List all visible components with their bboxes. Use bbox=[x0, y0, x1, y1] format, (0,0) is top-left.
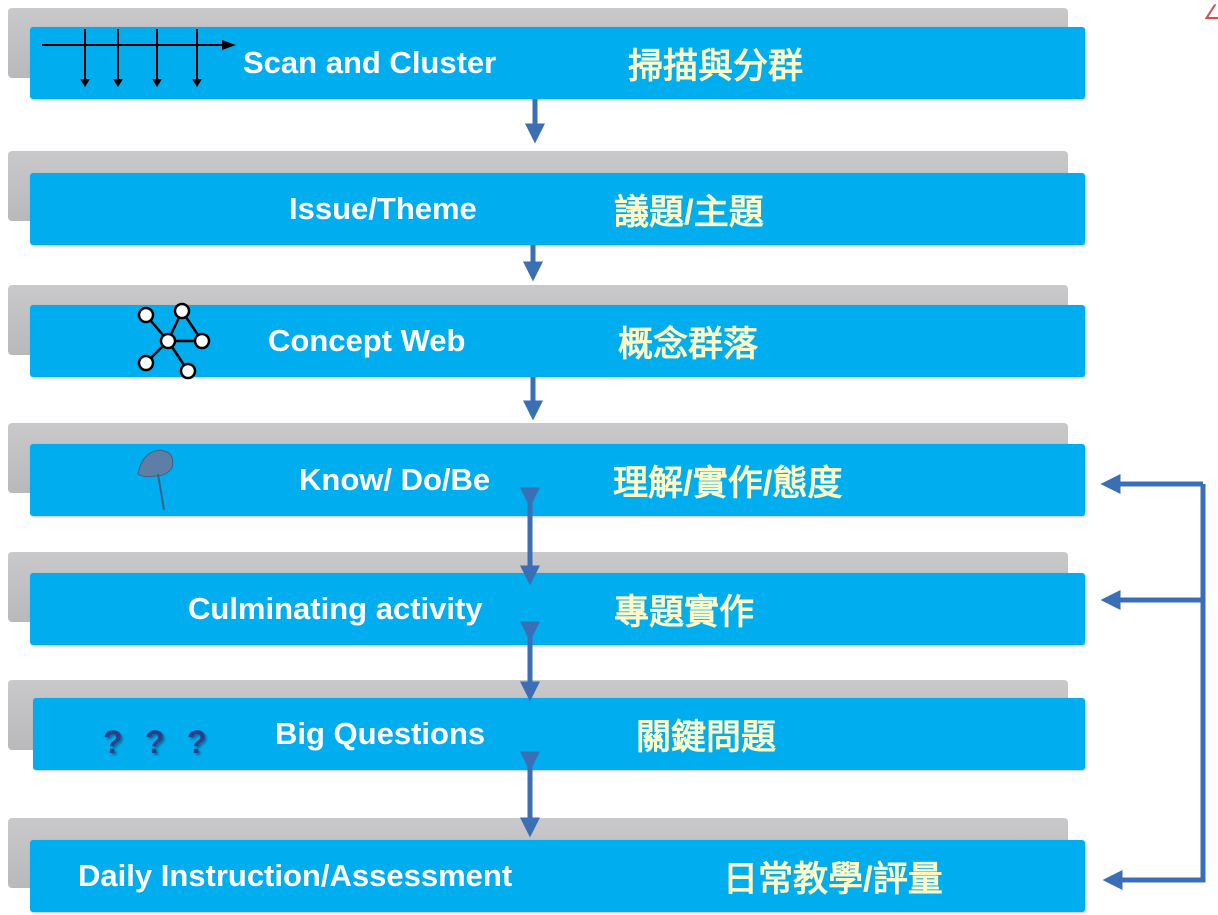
step-label-zh: 議題/主題 bbox=[614, 192, 764, 232]
feedback-loop-line bbox=[1102, 484, 1206, 890]
step-issue-theme: Issue/Theme 議題/主題 bbox=[30, 173, 1085, 245]
step-know-do-be: Know/ Do/Be 理解/實作/態度 bbox=[30, 444, 1085, 516]
step-label-en: Issue/Theme bbox=[289, 191, 477, 226]
question-mark-icon: ? bbox=[145, 724, 165, 760]
step-label-en: Daily Instruction/Assessment bbox=[78, 858, 513, 893]
step-label-zh: 理解/實作/態度 bbox=[613, 463, 843, 503]
step-label-en: Culminating activity bbox=[188, 591, 483, 626]
question-mark-icon: ? bbox=[187, 724, 207, 760]
step-label-zh: 關鍵問題 bbox=[636, 717, 777, 757]
top-right-glyph: ∠ bbox=[1203, 0, 1218, 24]
step-concept-web: Concept Web 概念群落 bbox=[30, 302, 1085, 380]
question-mark-icon: ? bbox=[103, 724, 123, 760]
scan-arrows-icon bbox=[42, 29, 236, 87]
step-label-zh: 概念群落 bbox=[618, 324, 759, 364]
step-label-en: Know/ Do/Be bbox=[299, 462, 491, 497]
concept-web-icon bbox=[137, 302, 211, 380]
step-scan-and-cluster: Scan and Cluster 掃描與分群 bbox=[30, 27, 1085, 99]
step-label-en: Concept Web bbox=[268, 323, 466, 358]
step-label-zh: 日常教學/評量 bbox=[723, 859, 943, 899]
step-label-en: Big Questions bbox=[275, 716, 486, 751]
step-label-zh: 掃描與分群 bbox=[628, 46, 804, 86]
step-big-questions: ? ? ? Big Questions 關鍵問題 bbox=[33, 698, 1085, 770]
step-label-en: Scan and Cluster bbox=[243, 45, 497, 80]
step-culminating-activity: Culminating activity 專題實作 bbox=[30, 573, 1085, 645]
step-label-zh: 專題實作 bbox=[614, 592, 755, 632]
umbrella-icon bbox=[137, 449, 174, 511]
step-daily-instruction-assessment: Daily Instruction/Assessment 日常教學/評量 bbox=[30, 840, 1085, 912]
